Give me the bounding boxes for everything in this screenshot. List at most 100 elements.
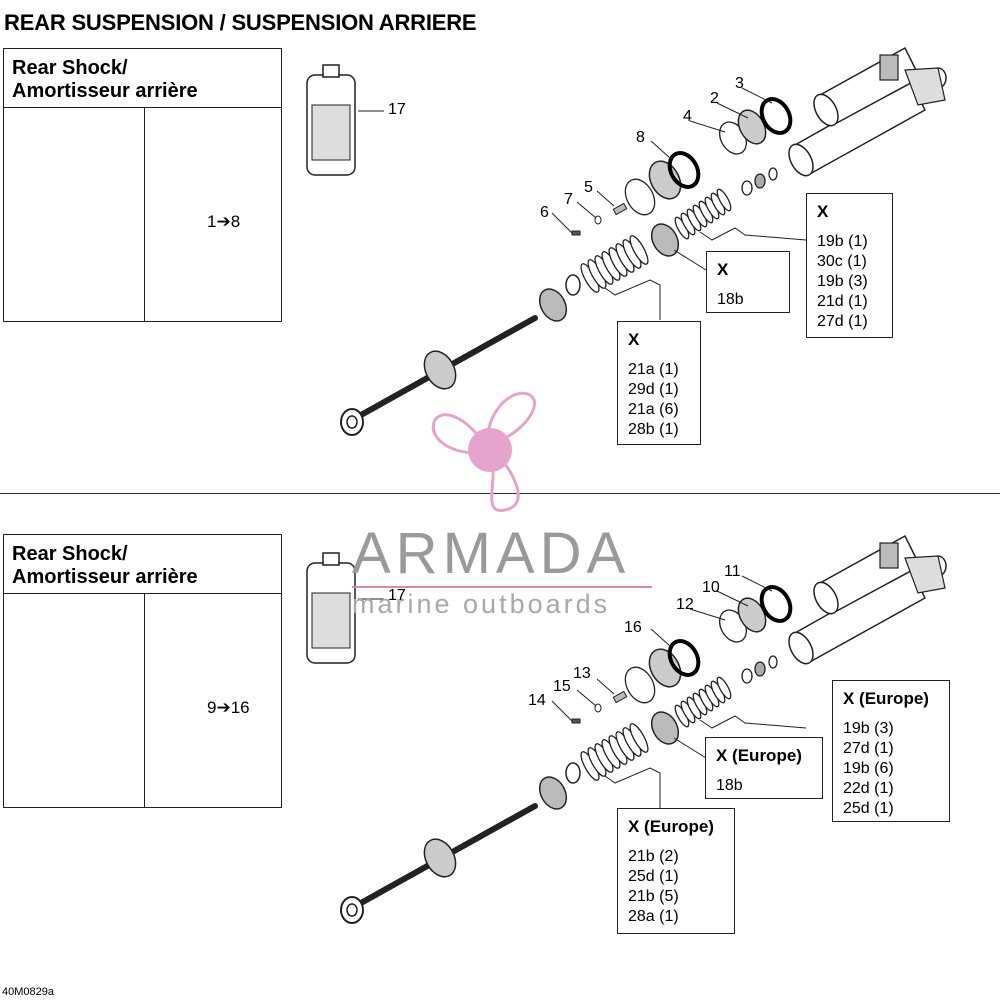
callout-12: 12 [676, 596, 694, 613]
reservoir-bore [813, 581, 839, 615]
shim-stack-legend-lower: X 21a (1) 29d (1) 21a (6) 28b (1) [617, 321, 701, 445]
shim-stack-legend-upper: X 19b (1) 30c (1) 19b (3) 21d (1) 27d (1… [806, 193, 893, 338]
diaphragm [624, 178, 656, 216]
piston-nut [538, 288, 568, 322]
legend-title: X (Europe) [628, 817, 714, 836]
legend-item: 21d (1) [817, 293, 868, 310]
callout-2: 2 [710, 90, 719, 107]
shock-thumbnail: 1➔8 [145, 107, 281, 321]
shim-stack-legend-middle: X 18b [706, 251, 790, 313]
frame-thumbnail [4, 107, 145, 321]
body-bore [788, 631, 814, 665]
leader-line [716, 102, 749, 119]
shim [629, 723, 649, 753]
legend-item: 21a (1) [628, 361, 679, 378]
oil-bottle-cap [322, 64, 340, 78]
shim-stack-legend-upper: X (Europe) 19b (3) 27d (1) 19b (6) 22d (… [832, 680, 950, 822]
reference-title: Rear Shock/ Amortisseur arrière [12, 543, 198, 589]
callout-16: 16 [624, 619, 642, 636]
panel-drawing [306, 534, 947, 924]
legend-title: X [628, 330, 640, 349]
legend-title: X (Europe) [843, 689, 929, 708]
legend-item: 19b (3) [843, 720, 894, 737]
rod-eyelet-hole [346, 415, 358, 429]
reservoir-bore [813, 93, 839, 127]
bump-stop [423, 838, 457, 878]
watermark-rule [352, 586, 652, 588]
piston-nut [538, 776, 568, 810]
washer [565, 274, 581, 296]
callout-7: 7 [564, 191, 573, 208]
section-divider [0, 493, 1000, 494]
valve [612, 202, 628, 216]
reference-title: Rear Shock/ Amortisseur arrière [12, 57, 198, 103]
shock-thumbnail: 9➔16 [145, 593, 281, 807]
screw [571, 230, 581, 236]
callout-13: 13 [573, 665, 591, 682]
watermark-tagline: marine outboards [352, 589, 611, 619]
legend-item: 25d (1) [843, 800, 894, 817]
figure-id: 40M0829a [2, 986, 54, 998]
body-mount [904, 67, 946, 106]
washer [741, 180, 753, 196]
watermark-brand: ARMADA [352, 521, 631, 586]
legend-item: 28a (1) [628, 908, 679, 925]
callout-8: 8 [636, 129, 645, 146]
legend-item: 22d (1) [843, 780, 894, 797]
valve [612, 690, 628, 704]
page-title: REAR SUSPENSION / SUSPENSION ARRIERE [4, 10, 477, 35]
legend-title: X (Europe) [716, 746, 802, 765]
washer [741, 668, 753, 684]
leader-line [551, 700, 573, 722]
oil-bottle-cap [322, 552, 340, 566]
leader-line [576, 201, 597, 219]
reference-title-line2: Amortisseur arrière [12, 80, 198, 102]
reference-box-1: Rear Shock/ Amortisseur arrière 1➔8 [3, 48, 282, 322]
legend-title: X [817, 202, 829, 221]
shim [629, 235, 649, 265]
diaphragm [624, 666, 656, 704]
leader-line [551, 212, 573, 234]
shim [716, 188, 732, 212]
o-ring-small [594, 215, 602, 225]
nut [754, 661, 766, 677]
o-ring-small [594, 703, 602, 713]
leader-line [596, 190, 615, 207]
callout-10: 10 [702, 579, 720, 596]
reference-title-line1: Rear Shock/ [12, 57, 128, 79]
callout-14: 14 [528, 692, 546, 709]
piston [650, 711, 680, 745]
reference-box-header: Rear Shock/ Amortisseur arrière [4, 535, 281, 594]
callout-17: 17 [388, 101, 406, 118]
o-ring [667, 151, 701, 189]
valve-cap [879, 542, 899, 569]
leader-line [741, 87, 773, 104]
legend-item: 21b (5) [628, 888, 679, 905]
frame-thumbnail [4, 593, 145, 807]
bump-stop [423, 350, 457, 390]
legend-item: 21a (6) [628, 401, 679, 418]
legend-item: 27d (1) [843, 740, 894, 757]
callout-17: 17 [388, 587, 406, 604]
oil-bottle-label [311, 592, 351, 649]
bracket-line [699, 715, 807, 729]
reference-title-line1: Rear Shock/ [12, 543, 128, 565]
valve-cap [879, 54, 899, 81]
legend-item: 25d (1) [628, 868, 679, 885]
callout-15: 15 [553, 678, 571, 695]
leader-line [650, 628, 671, 647]
leader-line [741, 575, 773, 592]
shim-stack-legend-middle: X (Europe) 18b [705, 737, 823, 799]
leader-line [673, 737, 707, 759]
o-ring [667, 639, 701, 677]
washer [565, 762, 581, 784]
rod-eyelet-hole [346, 903, 358, 917]
nut [754, 173, 766, 189]
body-mount [904, 555, 946, 594]
callout-4: 4 [683, 108, 692, 125]
washer [768, 167, 778, 181]
leader-line [689, 608, 726, 621]
seal-head [648, 648, 682, 688]
leader-line [673, 249, 707, 271]
reference-box-header: Rear Shock/ Amortisseur arrière [4, 49, 281, 108]
